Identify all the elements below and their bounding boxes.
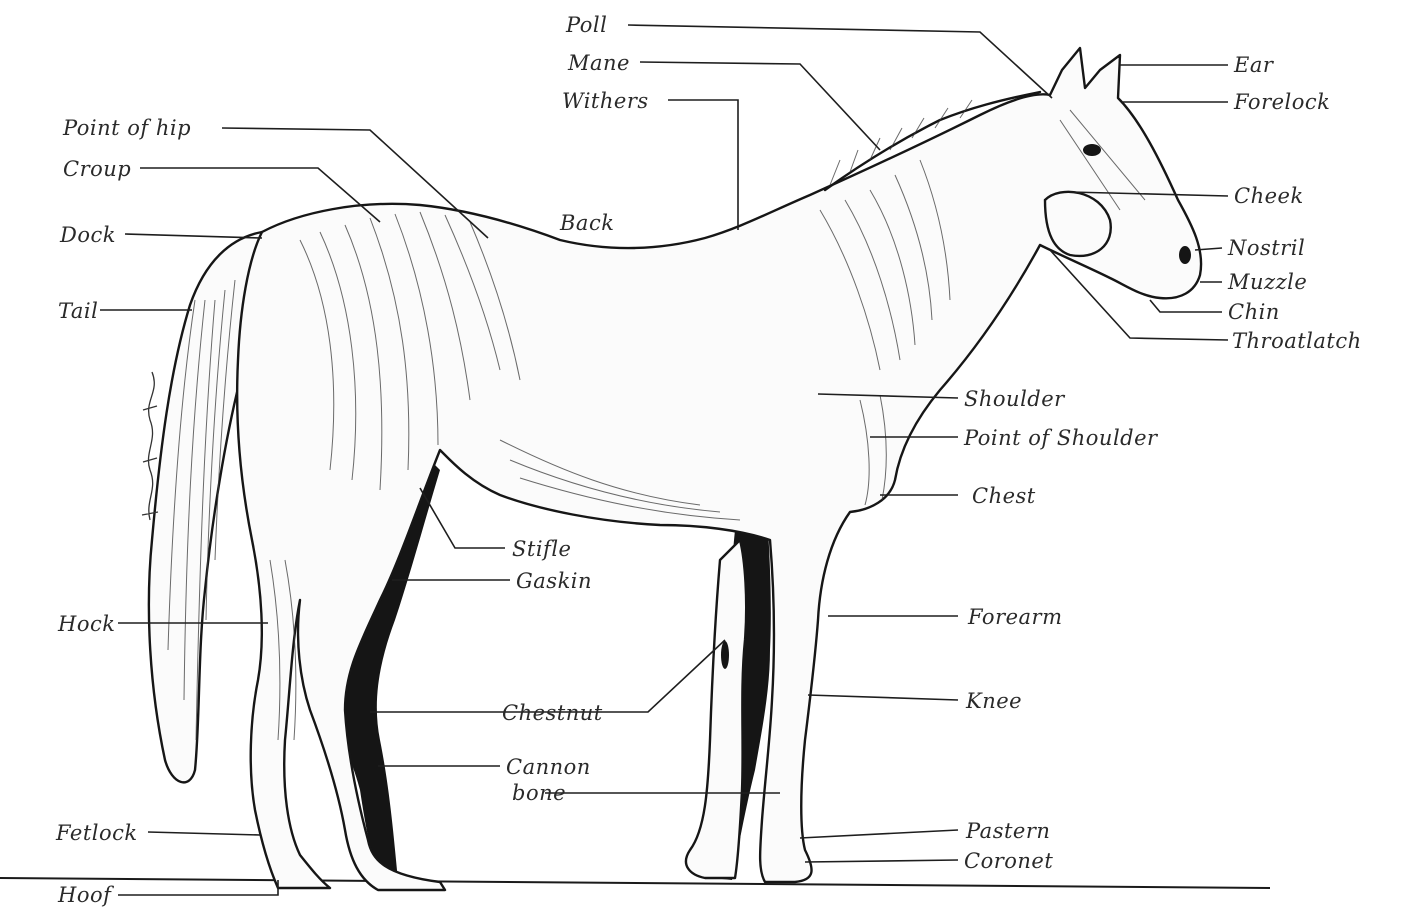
label-stifle: Stifle bbox=[512, 537, 571, 561]
label-poll: Poll bbox=[565, 13, 607, 37]
label-chest: Chest bbox=[972, 484, 1036, 508]
label-chin: Chin bbox=[1228, 300, 1280, 324]
label-back: Back bbox=[559, 211, 614, 235]
leader-knee bbox=[808, 695, 958, 700]
label-shoulder: Shoulder bbox=[964, 387, 1066, 411]
label-throatlatch: Throatlatch bbox=[1232, 329, 1362, 353]
nostril-mark bbox=[1179, 246, 1191, 264]
leader-fetlock bbox=[148, 832, 260, 835]
leader-hoof bbox=[118, 880, 278, 895]
label-gaskin: Gaskin bbox=[516, 569, 592, 593]
label-hock: Hock bbox=[57, 612, 115, 636]
label-forearm: Forearm bbox=[967, 605, 1063, 629]
label-croup: Croup bbox=[63, 157, 131, 181]
leader-mane bbox=[640, 62, 880, 150]
label-nostril: Nostril bbox=[1227, 236, 1305, 260]
leader-dock bbox=[125, 234, 262, 238]
chestnut-mark bbox=[721, 641, 729, 669]
label-coronet: Coronet bbox=[964, 849, 1053, 873]
label-dock: Dock bbox=[59, 223, 116, 247]
far-front-leg-light bbox=[686, 540, 746, 878]
horse-illustration bbox=[149, 48, 1201, 890]
label-forelock: Forelock bbox=[1233, 90, 1330, 114]
label-point-of-shoulder: Point of Shoulder bbox=[963, 426, 1159, 450]
label-fetlock: Fetlock bbox=[55, 821, 138, 845]
label-cannon: Cannon bbox=[506, 755, 591, 779]
label-knee: Knee bbox=[965, 689, 1022, 713]
leader-poll bbox=[628, 25, 1052, 98]
label-pastern: Pastern bbox=[965, 819, 1050, 843]
label-hoof: Hoof bbox=[57, 883, 114, 907]
label-muzzle: Muzzle bbox=[1227, 270, 1307, 294]
leader-coronet bbox=[805, 860, 958, 862]
leader-pastern bbox=[800, 830, 958, 838]
label-cannon-bone: bone bbox=[512, 781, 566, 805]
label-cheek: Cheek bbox=[1234, 184, 1304, 208]
leader-chin bbox=[1150, 300, 1222, 312]
label-ear: Ear bbox=[1233, 53, 1275, 77]
leader-stifle bbox=[420, 488, 505, 548]
label-point-of-hip: Point of hip bbox=[62, 116, 191, 140]
label-chestnut: Chestnut bbox=[502, 701, 603, 725]
leader-withers bbox=[668, 100, 738, 230]
ground-line bbox=[0, 878, 1270, 888]
label-tail: Tail bbox=[58, 299, 98, 323]
eye bbox=[1083, 144, 1101, 156]
label-withers: Withers bbox=[562, 89, 649, 113]
label-mane: Mane bbox=[567, 51, 630, 75]
